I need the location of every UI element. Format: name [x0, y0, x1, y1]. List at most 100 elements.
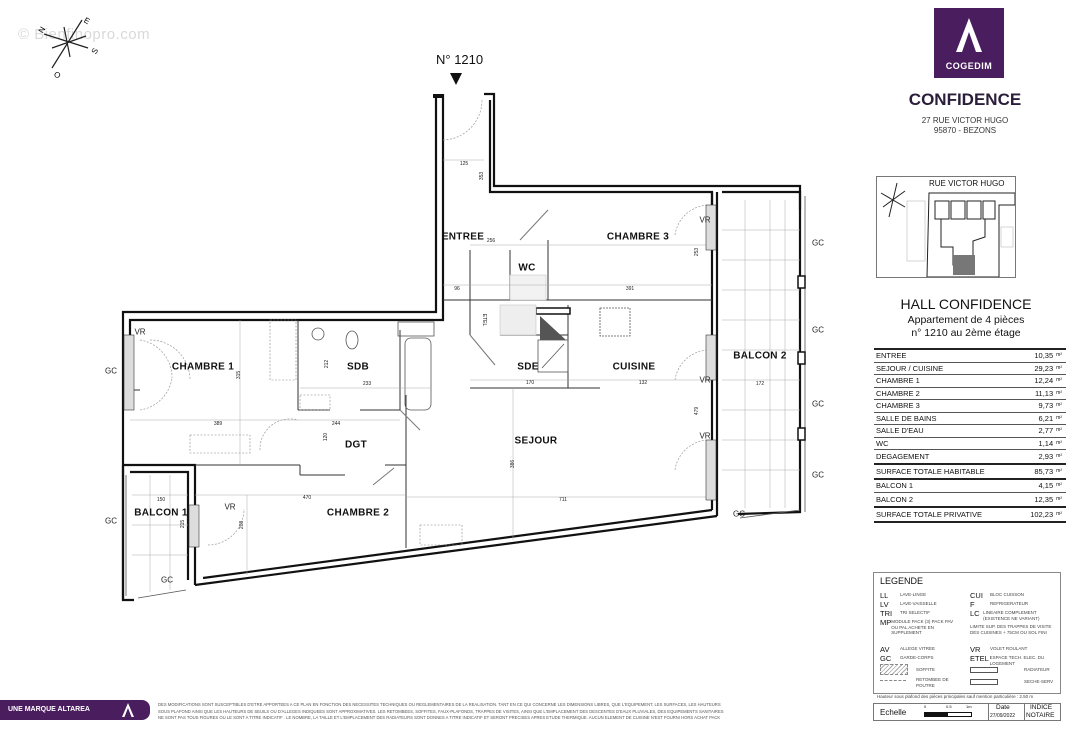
dimension-label: 470 — [302, 495, 312, 501]
location-map: RUE VICTOR HUGO — [876, 176, 1016, 278]
date-label: Date — [996, 704, 1010, 711]
room-label-balcon-2: BALCON 2 — [733, 350, 787, 362]
dimension-label: 253 — [694, 247, 700, 257]
dimension-label: 170 — [525, 380, 535, 386]
legend-title: LEGENDE — [880, 576, 924, 586]
street-label: RUE VICTOR HUGO — [929, 179, 1005, 188]
legal-disclaimer: DES MODIFICATIONS SONT SUSCEPTIBLES D'ET… — [158, 702, 724, 720]
address-line-2: 95870 - BEZONS — [933, 126, 997, 135]
annotation-vr: VR — [699, 215, 711, 225]
annotation-vr: VR — [224, 502, 236, 512]
room-label-dgt: DGT — [344, 439, 368, 451]
index-line-2: NOTAIRE — [1026, 712, 1055, 719]
building-name: HALL CONFIDENCE — [900, 296, 1032, 312]
gc-label: GC — [105, 366, 117, 376]
legend-retombee: RETOMBEE DE POUTRE — [916, 677, 949, 688]
watermark: © Bienfinopro.com — [18, 26, 151, 43]
logo-text: COGEDIM — [945, 61, 993, 71]
gc-label: GC — [812, 399, 824, 409]
gc-label: GC — [161, 575, 173, 585]
project-title: CONFIDENCE — [908, 90, 1022, 109]
index-line-1: INDICE — [1030, 704, 1053, 711]
dimension-label: 244 — [331, 421, 341, 427]
gc-label: GC — [733, 509, 745, 519]
dimension-label: 208 — [239, 520, 245, 530]
legend-soffite: SOFFITE — [916, 667, 935, 672]
dimension-label: 391 — [625, 286, 635, 292]
soffite-swatch-icon — [880, 664, 908, 675]
legend-seche-serviette: SECHE-SERV — [1024, 679, 1054, 684]
legend-radiateur: RADIATEUR — [1024, 667, 1050, 672]
dimension-label: 315 — [236, 370, 242, 380]
apartment-position: n° 1210 au 2ème étage — [911, 327, 1021, 339]
room-label-chambre-1: CHAMBRE 1 — [171, 361, 235, 373]
title-block: Echelle 0 0.5 1m Date 27/09/2022 INDICE … — [873, 703, 1061, 721]
dimension-label: 172 — [755, 381, 765, 387]
room-label-balcon-1: BALCON 1 — [134, 507, 188, 519]
scale-label: Echelle — [880, 708, 907, 717]
gc-label: GC — [812, 325, 824, 335]
dimension-label: 215 — [180, 519, 186, 529]
cogedim-logo: COGEDIM — [934, 8, 1004, 78]
dimension-label: 711 — [559, 497, 567, 503]
altarea-label: UNE MARQUE ALTAREA — [8, 706, 90, 713]
compass-south: S — [90, 47, 100, 56]
altarea-badge: UNE MARQUE ALTAREA — [0, 700, 150, 720]
radiator-icon — [970, 667, 998, 673]
room-label-cuisine: CUISINE — [612, 361, 656, 373]
room-label-sde: SDE — [517, 361, 539, 373]
compass-west: O — [52, 70, 62, 81]
dimension-label: 389 — [213, 421, 223, 427]
compass-north: N — [37, 25, 48, 35]
dimension-label: 256 — [486, 238, 496, 244]
annotation-vr: VR — [699, 375, 711, 385]
towel-dryer-icon — [970, 679, 998, 685]
apartment-number: N° 1210 — [436, 52, 484, 67]
dimension-label: 120 — [323, 432, 329, 442]
gc-label: GC — [812, 238, 824, 248]
floor-plan — [121, 92, 806, 602]
compass-rose-icon: N E S O — [30, 14, 110, 84]
retombee-swatch-icon — [880, 680, 906, 681]
room-label-chambre-3: CHAMBRE 3 — [606, 231, 670, 243]
dimension-label: 96 — [454, 286, 460, 292]
gc-label: GC — [812, 470, 824, 480]
gc-label: GC — [105, 516, 117, 526]
entry-arrow-icon — [450, 73, 462, 85]
cogedim-chevron-icon — [956, 18, 982, 52]
apartment-type: Appartement de 4 pièces — [907, 314, 1025, 326]
dimension-label: 386 — [510, 459, 516, 469]
room-label-sdb: SDB — [346, 361, 370, 373]
annotation-vr: VR — [134, 327, 146, 337]
date-value: 27/09/2022 — [990, 713, 1016, 719]
dimension-label: 212 — [324, 359, 330, 369]
room-label-wc: WC — [518, 262, 536, 274]
dimension-label: 132 — [638, 380, 648, 386]
legend-item: LIMITE SUP. DES TRAPPES DE VISITE DES CU… — [970, 624, 1052, 635]
annotation-etel: ETEL — [481, 313, 487, 327]
dimension-label: 150 — [156, 497, 166, 503]
room-label-entree: ENTREE — [441, 231, 485, 243]
address-line-1: 27 RUE VICTOR HUGO — [921, 116, 1009, 125]
ceiling-height-note: Hauteur sous plafond des pièces principa… — [877, 694, 1034, 699]
scale-bar-icon — [924, 712, 972, 717]
